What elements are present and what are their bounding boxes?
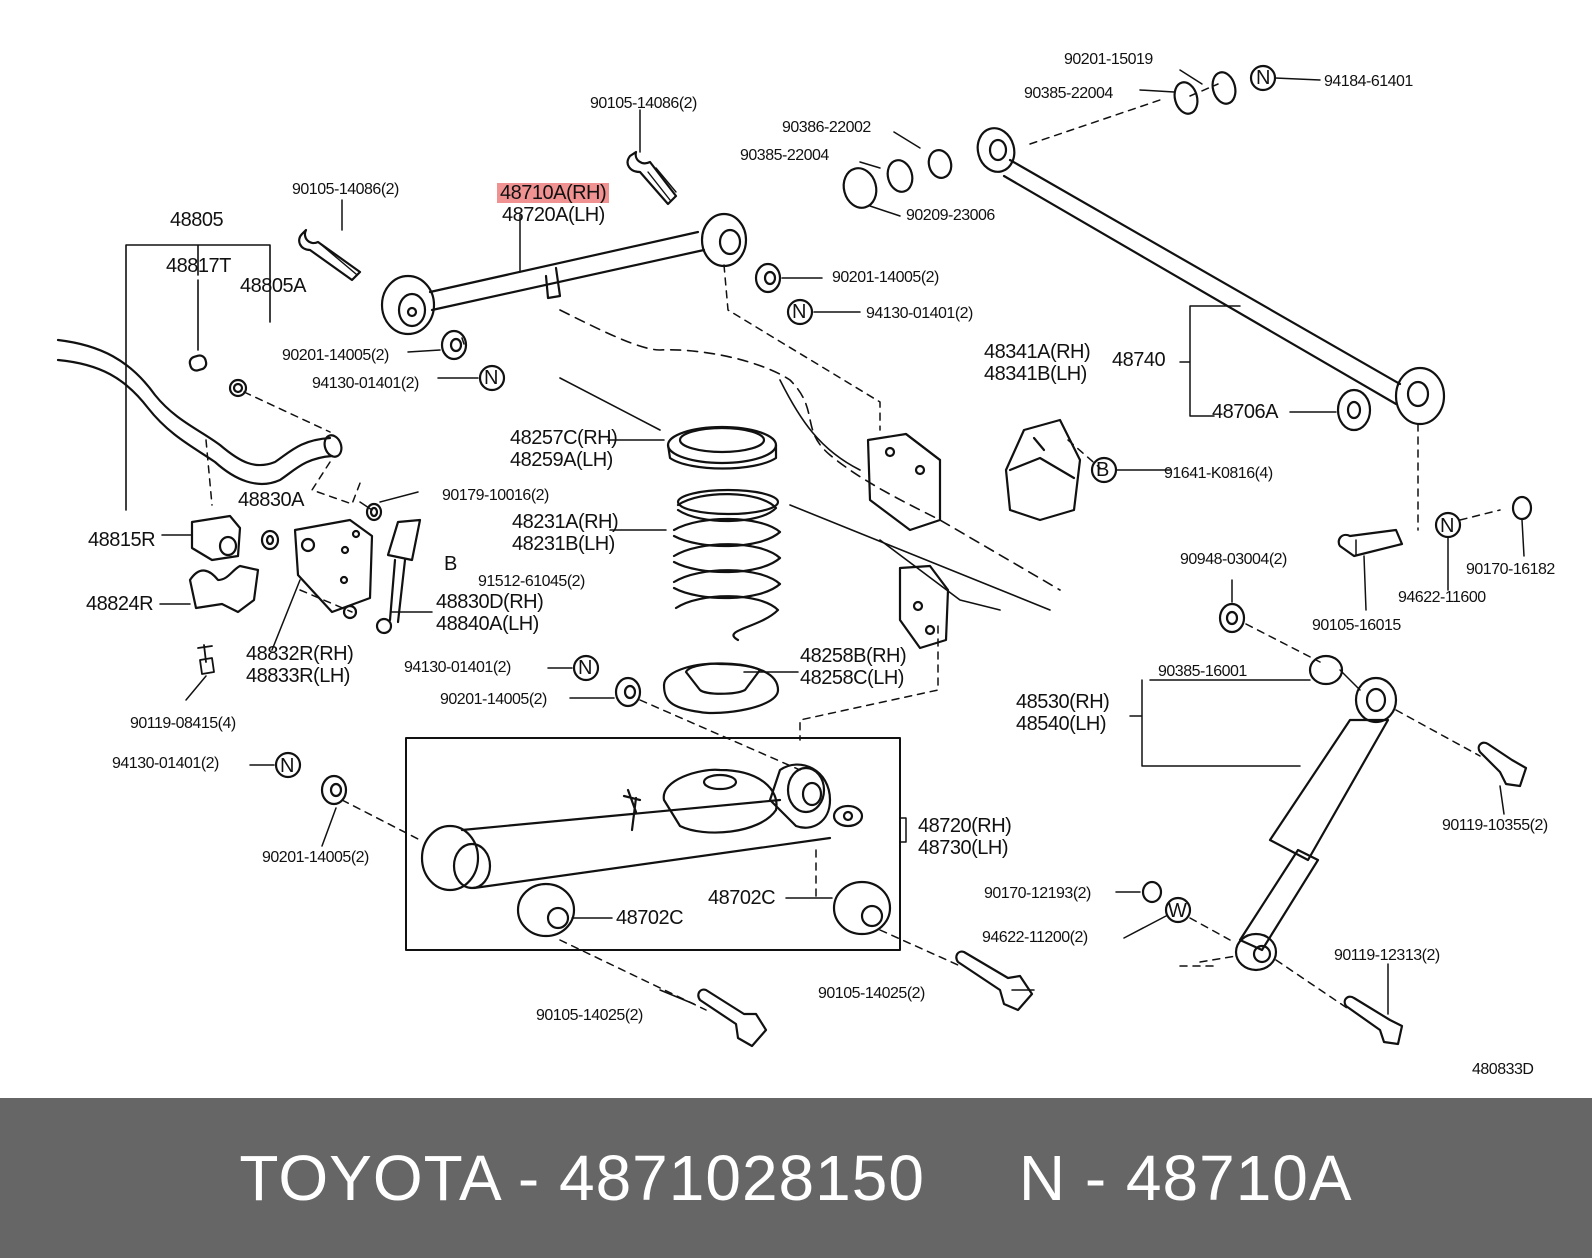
callout-90105-14086[interactable]: 90105-14086(2) xyxy=(590,95,697,112)
n-symbol: N xyxy=(1256,67,1271,89)
callout-48830a[interactable]: 48830A xyxy=(238,489,304,511)
callout-48805a[interactable]: 48805A xyxy=(240,275,306,297)
callout-90105-14086[interactable]: 90105-14086(2) xyxy=(292,181,399,198)
footer-part-number-text: TOYOTA - 4871028150 N - 48710A xyxy=(239,1142,1353,1214)
stabilizer-link-drawing xyxy=(271,461,433,651)
callout-90386-22002[interactable]: 90386-22002 xyxy=(782,119,871,136)
coil-spring-drawing xyxy=(607,425,799,715)
callout-94622-11200[interactable]: 94622-11200(2) xyxy=(982,929,1088,946)
n-symbol: N xyxy=(280,755,295,777)
callout-48830d-rh[interactable]: 48830D(RH) xyxy=(436,591,544,613)
callout-48258b-rh[interactable]: 48258B(RH) xyxy=(800,645,907,667)
exploded-view-drawing xyxy=(56,64,1533,1048)
callout-48702c[interactable]: 48702C xyxy=(616,907,684,929)
n-symbol: N xyxy=(1440,515,1455,537)
callout-48824r[interactable]: 48824R xyxy=(86,593,154,615)
leader-lines xyxy=(461,337,1035,1005)
callout-48832r-rh[interactable]: 48832R(RH) xyxy=(246,643,354,665)
callout-90105-14025[interactable]: 90105-14025(2) xyxy=(536,1007,643,1024)
callout-90385-22004[interactable]: 90385-22004 xyxy=(740,147,829,164)
callout-48341a-rh[interactable]: 48341A(RH) xyxy=(984,341,1091,363)
callout-48231b-lh[interactable]: 48231B(LH) xyxy=(512,533,615,555)
callout-48710a-rh-highlighted[interactable]: 48710A(RH) xyxy=(497,183,610,203)
b-symbol: B xyxy=(1096,459,1110,481)
shock-absorber-drawing xyxy=(1115,579,1528,1046)
callout-90201-14005[interactable]: 90201-14005(2) xyxy=(832,269,939,286)
callout-94622-11600[interactable]: 94622-11600 xyxy=(1398,589,1486,606)
callout-48706a[interactable]: 48706A xyxy=(1212,401,1278,423)
callout-48805[interactable]: 48805 xyxy=(170,209,224,231)
part-number-footer: TOYOTA - 4871028150 N - 48710A xyxy=(0,1098,1592,1258)
callout-94184-61401[interactable]: 94184-61401 xyxy=(1324,73,1413,90)
callout-48540-lh[interactable]: 48540(LH) xyxy=(1016,713,1107,735)
callout-90105-14025[interactable]: 90105-14025(2) xyxy=(818,985,925,1002)
callout-48833r-lh[interactable]: 48833R(LH) xyxy=(246,665,350,687)
callout-91641-k0816[interactable]: 91641-K0816(4) xyxy=(1164,465,1273,482)
bump-stopper-drawing xyxy=(1004,418,1171,522)
callout-90385-16001[interactable]: 90385-16001 xyxy=(1158,663,1247,680)
callout-48257c-rh[interactable]: 48257C(RH) xyxy=(510,427,618,449)
callout-90179-10016[interactable]: 90179-10016(2) xyxy=(442,487,549,504)
callout-90119-08415[interactable]: 90119-08415(4) xyxy=(130,715,236,732)
callout-94130-01401[interactable]: 94130-01401(2) xyxy=(312,375,419,392)
parts-diagram: N N N B N B N N W 90201-15019 94184-6140… xyxy=(56,51,1556,1078)
callout-90201-14005[interactable]: 90201-14005(2) xyxy=(440,691,547,708)
n-symbol: N xyxy=(484,367,499,389)
callout-90119-12313[interactable]: 90119-12313(2) xyxy=(1334,947,1440,964)
w-symbol: W xyxy=(1168,900,1187,922)
callout-90170-12193[interactable]: 90170-12193(2) xyxy=(984,885,1091,902)
callout-48259a-lh[interactable]: 48259A(LH) xyxy=(510,449,613,471)
callout-94130-01401[interactable]: 94130-01401(2) xyxy=(112,755,219,772)
axle-housing-drawing xyxy=(559,309,1061,741)
callout-90201-14005[interactable]: 90201-14005(2) xyxy=(282,347,389,364)
callout-48258c-lh[interactable]: 48258C(LH) xyxy=(800,667,904,689)
callout-90170-16182[interactable]: 90170-16182 xyxy=(1466,561,1555,578)
callout-90209-23006[interactable]: 90209-23006 xyxy=(906,207,995,224)
callout-90948-03004[interactable]: 90948-03004(2) xyxy=(1180,551,1287,568)
upper-control-arm-drawing xyxy=(298,109,881,431)
callout-48341b-lh[interactable]: 48341B(LH) xyxy=(984,363,1087,385)
callout-90385-22004[interactable]: 90385-22004 xyxy=(1024,85,1113,102)
n-symbol: N xyxy=(578,657,593,679)
lateral-rod-drawing xyxy=(842,64,1533,611)
callout-48231a-rh[interactable]: 48231A(RH) xyxy=(512,511,619,533)
callout-48840a-lh[interactable]: 48840A(LH) xyxy=(436,613,539,635)
stabilizer-bushing-bracket-drawing xyxy=(159,514,280,701)
callout-48720a-lh[interactable]: 48720A(LH) xyxy=(502,204,605,226)
callout-94130-01401[interactable]: 94130-01401(2) xyxy=(404,659,511,676)
lower-control-arm-box xyxy=(405,737,907,951)
callout-48730-lh[interactable]: 48730(LH) xyxy=(918,837,1009,859)
callout-48740[interactable]: 48740 xyxy=(1112,349,1166,371)
callout-48817t[interactable]: 48817T xyxy=(166,255,231,277)
callout-91512-61045[interactable]: 91512-61045(2) xyxy=(478,573,585,590)
callout-90119-10355[interactable]: 90119-10355(2) xyxy=(1442,817,1548,834)
callout-90105-16015[interactable]: 90105-16015 xyxy=(1312,617,1401,634)
callout-90201-14005[interactable]: 90201-14005(2) xyxy=(262,849,369,866)
callout-48530-rh[interactable]: 48530(RH) xyxy=(1016,691,1110,713)
callout-90201-15019[interactable]: 90201-15019 xyxy=(1064,51,1153,68)
callout-94130-01401[interactable]: 94130-01401(2) xyxy=(866,305,973,322)
callout-48720-rh[interactable]: 48720(RH) xyxy=(918,815,1012,837)
callout-48702c[interactable]: 48702C xyxy=(708,887,776,909)
b-symbol: B xyxy=(444,553,458,575)
callout-48815r[interactable]: 48815R xyxy=(88,529,156,551)
diagram-reference-number: 480833D xyxy=(1472,1061,1534,1078)
stabilizer-bar-drawing xyxy=(56,244,343,511)
n-symbol: N xyxy=(792,301,807,323)
